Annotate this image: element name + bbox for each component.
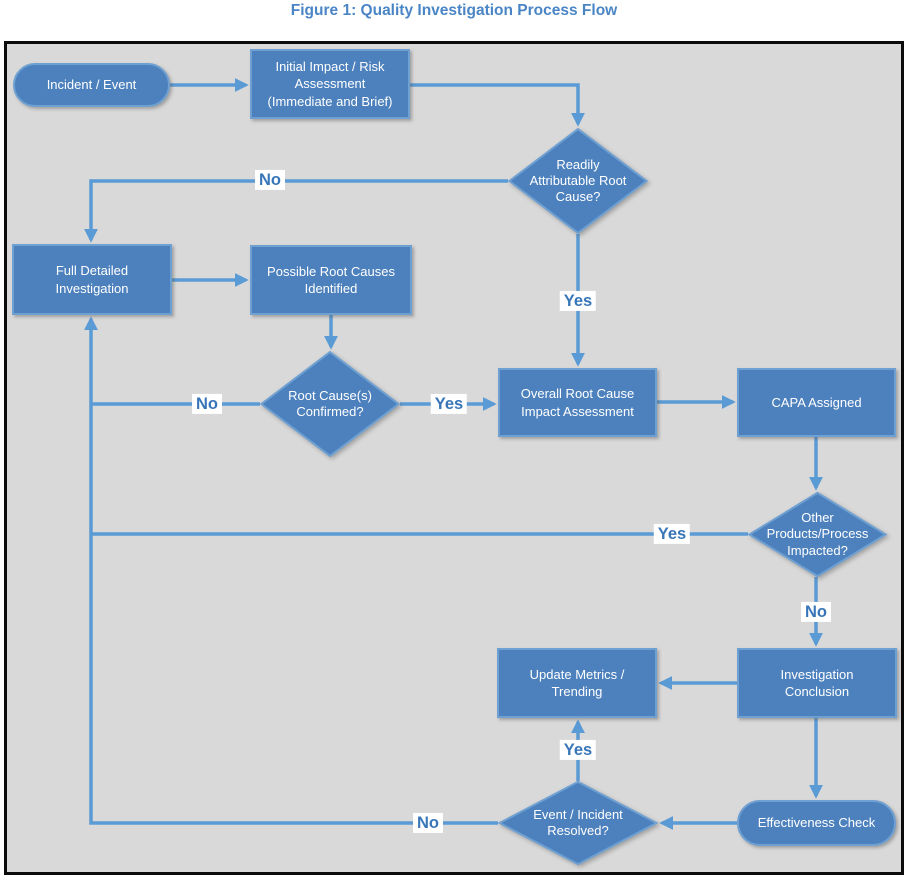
node-readily-attributable-label: Readily Attributable Root Cause? [529, 156, 627, 205]
node-update-metrics-trending: Update Metrics / Trending [497, 648, 657, 718]
edge-label-confirmed-no: No [192, 393, 222, 415]
edge-label-readily-yes: Yes [559, 290, 597, 312]
node-update-metrics-label: Update Metrics / Trending [529, 666, 625, 699]
node-investigation-conclusion: Investigation Conclusion [737, 648, 897, 718]
edge-label-impacted-no: No [801, 601, 831, 623]
node-effectiveness-check-label: Effectiveness Check [757, 815, 876, 831]
node-possible-root-causes-label: Possible Root Causes Identified [267, 263, 395, 296]
node-overall-root-cause-label: Overall Root Cause Impact Assessment [520, 386, 635, 419]
figure-title: Figure 1: Quality Investigation Process … [290, 2, 618, 19]
edge-label-confirmed-yes: Yes [430, 393, 468, 415]
node-readily-attributable-root-cause: Readily Attributable Root Cause? [508, 128, 648, 234]
node-full-detailed-investigation: Full Detailed Investigation [12, 244, 172, 315]
node-full-detailed-label: Full Detailed Investigation [55, 263, 129, 296]
edge-initial-to-readily [410, 83, 585, 127]
connector-lines [84, 78, 823, 830]
node-event-incident-resolved: Event / Incident Resolved? [498, 781, 658, 865]
edge-readily-no-to-full-detailed [84, 179, 508, 243]
edge-label-impacted-yes: Yes [653, 523, 691, 545]
node-capa-assigned-label: CAPA Assigned [771, 394, 862, 410]
node-event-resolved-label: Event / Incident Resolved? [533, 806, 623, 838]
edge-label-resolved-yes: Yes [559, 739, 597, 761]
diamond-shape [260, 351, 400, 457]
node-incident-event: Incident / Event [13, 63, 170, 107]
node-investigation-conclusion-label: Investigation Conclusion [780, 666, 854, 699]
node-possible-root-causes: Possible Root Causes Identified [250, 245, 412, 315]
node-incident-event-label: Incident / Event [46, 77, 137, 93]
flowchart-canvas: Incident / Event Initial Impact / Risk A… [4, 41, 904, 875]
edge-resolved-no-to-full-detailed [84, 316, 498, 825]
node-initial-impact-label: Initial Impact / Risk Assessment (Immedi… [267, 59, 393, 109]
node-other-products-impacted: Other Products/Process Impacted? [748, 492, 887, 577]
node-other-products-impacted-label: Other Products/Process Impacted? [766, 510, 869, 558]
node-root-causes-confirmed: Root Cause(s) Confirmed? [260, 351, 400, 457]
node-effectiveness-check: Effectiveness Check [737, 800, 896, 846]
node-root-causes-confirmed-label: Root Cause(s) Confirmed? [288, 387, 372, 419]
diamond-shape [748, 492, 887, 577]
node-initial-impact-risk-assessment: Initial Impact / Risk Assessment (Immedi… [250, 49, 410, 119]
diamond-shape [498, 781, 658, 865]
node-overall-root-cause-impact: Overall Root Cause Impact Assessment [498, 368, 657, 437]
diamond-shape [508, 128, 648, 234]
edge-label-readily-no: No [255, 169, 285, 191]
edge-label-resolved-no: No [413, 812, 443, 834]
node-capa-assigned: CAPA Assigned [737, 368, 896, 437]
